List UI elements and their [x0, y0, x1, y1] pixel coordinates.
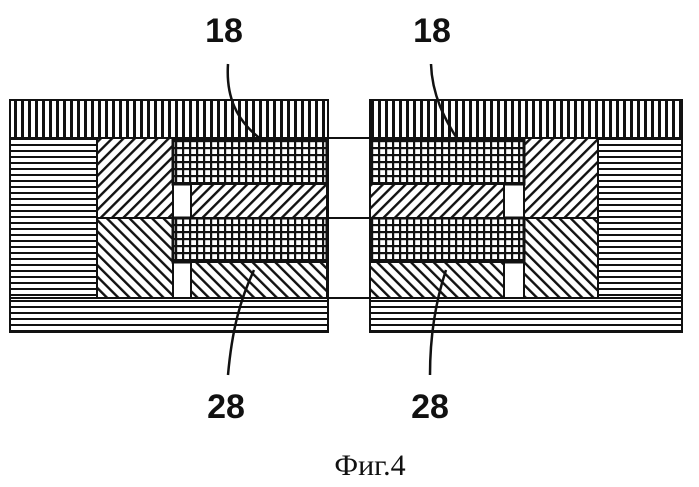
winding-18-right-lower [370, 218, 524, 262]
label-28-right: 28 [411, 388, 449, 426]
winding-18-right-upper [370, 140, 524, 184]
layer-28-left-lower [191, 262, 327, 298]
right-diagonal-block-upper [524, 138, 598, 218]
layer-28-right-lower [370, 262, 504, 298]
figure-caption: Фиг.4 [334, 449, 405, 482]
right-core-section [370, 138, 598, 298]
right-diagonal-block-lower [524, 218, 598, 298]
winding-18-left-upper [173, 140, 327, 184]
left-diagonal-block-upper [97, 138, 173, 218]
label-18-left: 18 [205, 12, 243, 50]
label-18-right: 18 [413, 12, 451, 50]
label-28-left: 28 [207, 388, 245, 426]
layer-28-right-upper [370, 184, 504, 218]
left-diagonal-block-lower [97, 218, 173, 298]
central-gap [328, 100, 370, 332]
layer-28-left-upper [191, 184, 327, 218]
winding-18-left-lower [173, 218, 327, 262]
left-core-section [97, 138, 327, 298]
